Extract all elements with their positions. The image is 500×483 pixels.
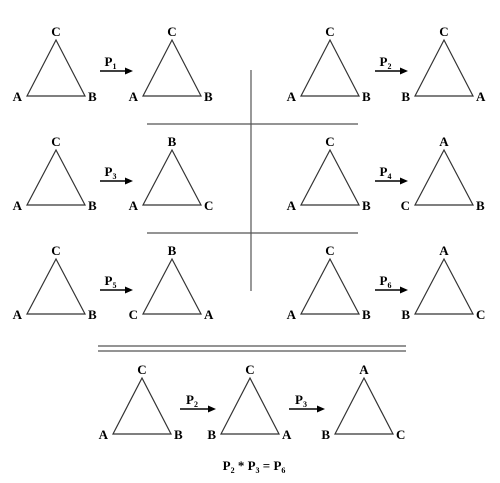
equation-term-c-subscript: 6 (281, 466, 285, 475)
row2-left-to-label-top: B (168, 134, 177, 149)
row3-left-to-triangle (142, 257, 202, 315)
row1-right-to-label-bottom-right: A (476, 89, 486, 104)
row2-left-operation-subscript: 3 (112, 172, 116, 181)
row1-right-from-label-bottom-left: A (287, 89, 297, 104)
row3-right-from-triangle (300, 257, 360, 315)
row2-right-from-triangle (300, 148, 360, 206)
equation-operator-star: * (235, 458, 248, 473)
equation-term-b: P (248, 458, 256, 473)
composition-middle-label-bottom-right: A (282, 427, 292, 442)
row1-left-operation-label: P1 (105, 54, 117, 71)
row3-left-operation-label: P5 (105, 273, 117, 290)
row2-right-to-label-bottom-right: B (476, 198, 485, 213)
row2-left-arrow-head (125, 177, 133, 185)
row3-left-from-label-bottom-left: A (13, 307, 23, 322)
row1-right-to-triangle (414, 38, 474, 97)
row1-left-from-label-bottom-left: A (13, 89, 23, 104)
row1-left-to-triangle (142, 38, 202, 97)
row1-right-from-label-bottom-right: B (362, 89, 371, 104)
row1-left-operation-subscript: 1 (112, 62, 116, 71)
row2-right-to-label-bottom-left: C (401, 198, 410, 213)
row3-left-to-label-bottom-right: A (204, 307, 214, 322)
composition-step2-arrow-head (317, 405, 325, 413)
row1-left-from-label-bottom-right: B (88, 89, 97, 104)
row3-left-from-triangle (26, 257, 86, 315)
row2-left-operation-label: P3 (105, 164, 117, 181)
composition-middle-label-bottom-left: B (207, 427, 216, 442)
composition-step1-operation-label: P2 (186, 392, 198, 409)
row3-right-operation-subscript: 6 (387, 281, 391, 290)
row3-right-operation-label: P6 (380, 273, 392, 290)
composition-start-triangle (112, 376, 172, 435)
row1-left-to-label-top: C (167, 24, 176, 39)
composition-step1-operation-subscript: 2 (194, 400, 198, 409)
row3-right-to-label-top: A (439, 243, 449, 258)
row2-right-to-triangle (414, 148, 474, 206)
equation-term-c: P (273, 458, 281, 473)
composition-end-label-bottom-left: B (321, 427, 330, 442)
row3-right-arrow-head (400, 286, 408, 294)
row1-left-arrow-head (125, 67, 133, 75)
row3-right-from-label-bottom-left: A (287, 307, 297, 322)
row3-right-from-label-bottom-right: B (362, 307, 371, 322)
row1-left-to-label-bottom-left: A (129, 89, 139, 104)
composition-middle-triangle (220, 376, 280, 435)
row3-right-to-triangle (414, 257, 474, 315)
row2-left-to-label-bottom-left: A (129, 198, 139, 213)
row2-left-from-triangle (26, 148, 86, 206)
row1-right-operation-label: P2 (380, 54, 392, 71)
row1-left-to-label-bottom-right: B (204, 89, 213, 104)
composition-start-label-bottom-right: B (174, 427, 183, 442)
row3-left-operation-subscript: 5 (112, 281, 116, 290)
row2-right-from-label-bottom-right: B (362, 198, 371, 213)
equation-term-a: P (223, 458, 231, 473)
row1-right-operation-subscript: 2 (387, 62, 391, 71)
composition-step1-arrow-head (208, 405, 216, 413)
composition-equation: P2 * P3 = P6 (223, 458, 286, 475)
composition-end-label-top: A (359, 362, 369, 377)
composition-start-label-top: C (137, 362, 146, 377)
row3-left-from-label-bottom-right: B (88, 307, 97, 322)
row2-right-arrow-head (400, 177, 408, 185)
row1-right-arrow-head (400, 67, 408, 75)
row3-left-to-label-top: B (168, 243, 177, 258)
composition-end-label-bottom-right: C (396, 427, 405, 442)
composition-step2-operation-subscript: 3 (303, 400, 307, 409)
row3-right-to-label-bottom-left: B (401, 307, 410, 322)
row2-right-from-label-top: C (325, 134, 334, 149)
composition-start-label-bottom-left: A (99, 427, 109, 442)
row2-right-operation-subscript: 4 (387, 172, 391, 181)
row3-left-from-label-top: C (51, 243, 60, 258)
row2-left-to-triangle (142, 148, 202, 206)
row2-left-from-label-bottom-right: B (88, 198, 97, 213)
row2-right-from-label-bottom-left: A (287, 198, 297, 213)
row2-right-to-label-top: A (439, 134, 449, 149)
row1-right-from-triangle (300, 38, 360, 97)
row2-right-operation-label: P4 (380, 164, 392, 181)
row3-right-from-label-top: C (325, 243, 334, 258)
row2-left-from-label-top: C (51, 134, 60, 149)
row3-left-to-label-bottom-left: C (129, 307, 138, 322)
composition-middle-label-top: C (245, 362, 254, 377)
composition-end-triangle (334, 376, 394, 435)
row1-left-from-label-top: C (51, 24, 60, 39)
row3-right-to-label-bottom-right: C (476, 307, 485, 322)
row3-left-arrow-head (125, 286, 133, 294)
row1-right-from-label-top: C (325, 24, 334, 39)
row2-left-from-label-bottom-left: A (13, 198, 23, 213)
equation-term-a-subscript: 2 (231, 466, 235, 475)
composition-step2-operation-label: P3 (295, 392, 307, 409)
row1-left-from-triangle (26, 38, 86, 97)
row1-right-to-label-bottom-left: B (401, 89, 410, 104)
row1-right-to-label-top: C (439, 24, 448, 39)
row2-left-to-label-bottom-right: C (204, 198, 213, 213)
equation-term-b-subscript: 3 (256, 466, 260, 475)
equation-operator-equals: = (260, 458, 274, 473)
